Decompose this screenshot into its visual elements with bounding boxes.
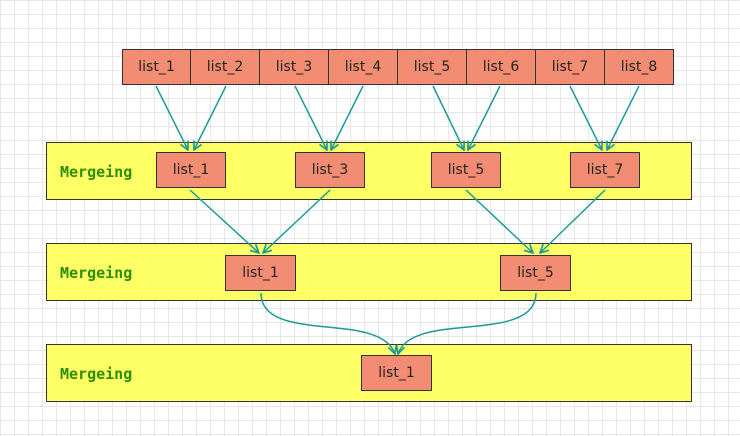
top-list-2: list_2 — [190, 49, 260, 85]
stage2-node-1: list_1 — [225, 255, 296, 291]
stage3-node-1: list_1 — [361, 355, 432, 391]
top-list-8: list_8 — [604, 49, 674, 85]
stage2-node-2: list_5 — [500, 255, 571, 291]
top-list-4: list_4 — [328, 49, 398, 85]
stage1-node-3: list_5 — [431, 152, 501, 188]
arrow-top2-to-s1n1 — [194, 85, 227, 150]
top-list-6: list_6 — [466, 49, 536, 85]
arrow-top8-to-s1n4 — [607, 85, 640, 150]
top-list-5: list_5 — [397, 49, 467, 85]
stage1-node-4: list_7 — [570, 152, 640, 188]
arrow-top7-to-s1n4 — [569, 85, 602, 150]
arrow-top3-to-s1n2 — [294, 85, 327, 150]
merge-stage-2-label: Mergeing — [60, 264, 133, 282]
arrow-top1-to-s1n1 — [155, 85, 188, 150]
top-list-3: list_3 — [259, 49, 329, 85]
merge-stage-3-label: Mergeing — [60, 365, 133, 383]
merge-stage-3-band: Mergeing — [46, 344, 692, 402]
stage1-node-1: list_1 — [156, 152, 226, 188]
arrow-top5-to-s1n3 — [432, 85, 464, 150]
top-list-1: list_1 — [122, 49, 191, 85]
arrow-top4-to-s1n2 — [331, 85, 364, 150]
top-list-7: list_7 — [535, 49, 605, 85]
merge-stage-2-band: Mergeing — [46, 243, 692, 301]
stage1-node-2: list_3 — [295, 152, 365, 188]
arrow-top6-to-s1n3 — [468, 85, 501, 150]
merge-stage-1-label: Mergeing — [60, 163, 133, 181]
